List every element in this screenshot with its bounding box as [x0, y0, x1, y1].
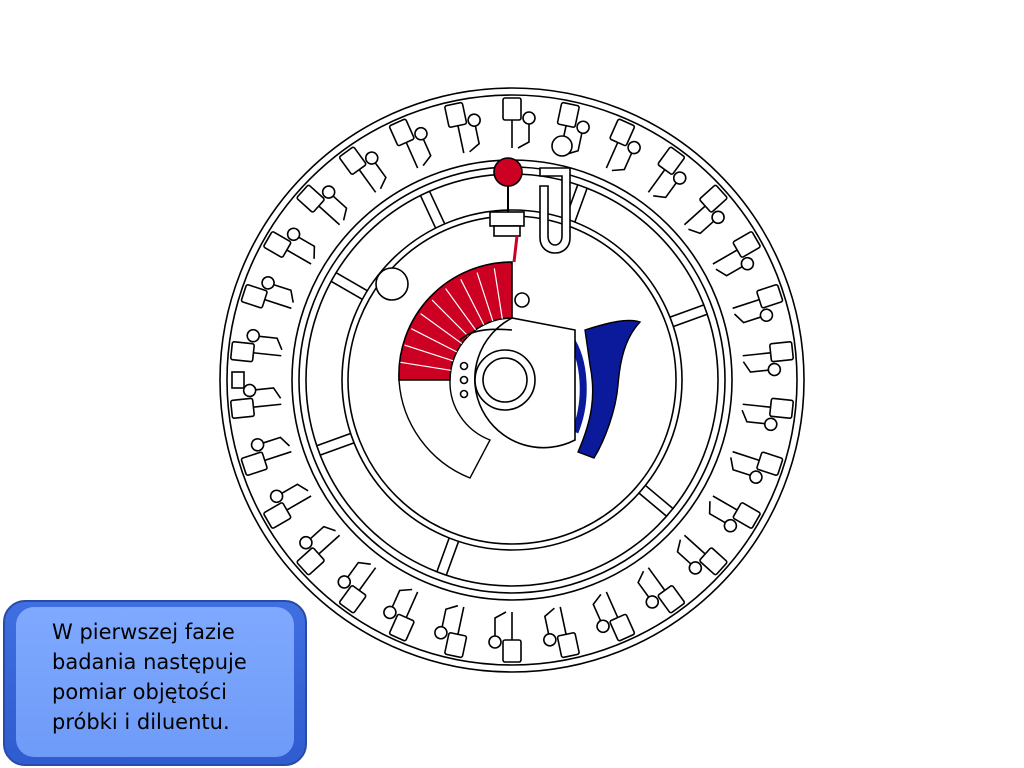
cuvette: [605, 118, 641, 172]
fan-divider: [411, 328, 458, 353]
diluent-metering-chamber: [577, 319, 642, 459]
cuvette-ring: [230, 97, 794, 663]
cuvette: [712, 231, 761, 277]
fan-divider: [404, 344, 454, 362]
cuvette: [647, 146, 687, 199]
cuvette: [230, 328, 283, 363]
cuvette: [240, 276, 294, 310]
channel-spoke: [638, 484, 674, 517]
diluent-inlet-channel: [539, 167, 571, 254]
cuvette: [263, 483, 312, 529]
cuvette: [732, 284, 784, 324]
cuvette: [488, 611, 522, 663]
channel-spoke: [330, 271, 368, 301]
channel-spokes: [316, 184, 708, 576]
info-callout-box: W pierwszej fazie badania następuje pomi…: [3, 600, 307, 766]
fan-divider: [476, 272, 494, 322]
cuvette: [683, 184, 728, 235]
cuvette: [742, 340, 794, 377]
channel-spoke: [316, 432, 355, 456]
cuvette: [592, 591, 636, 642]
mixing-chamber-lower: [398, 379, 491, 479]
cuvette: [543, 606, 580, 659]
fan-divider: [493, 268, 503, 319]
fan-divider: [445, 288, 477, 331]
channel-spoke: [436, 537, 460, 576]
cuvette: [730, 450, 784, 484]
cuvette: [502, 97, 536, 149]
central-hub: [459, 317, 576, 449]
cuvette: [230, 383, 282, 420]
cuvette: [637, 567, 686, 614]
cuvette: [296, 525, 341, 576]
channel-spoke: [669, 304, 708, 328]
fan-divider: [460, 279, 485, 326]
cuvette: [741, 397, 794, 432]
cuvette: [388, 118, 432, 169]
fan-divider: [431, 299, 469, 337]
cuvette: [338, 146, 387, 193]
cuvette: [444, 101, 481, 154]
fan-divider: [400, 361, 451, 371]
channel-spoke: [419, 190, 446, 229]
info-callout-panel: W pierwszej fazie badania następuje pomi…: [16, 607, 294, 757]
sample-inlet-port: [489, 157, 525, 263]
cuvette: [676, 534, 728, 576]
callout-text: W pierwszej fazie badania następuje pomi…: [52, 620, 247, 734]
rotor-outer-ring: [219, 87, 805, 673]
cuvette: [556, 101, 590, 156]
cuvette: [296, 184, 348, 226]
cuvette: [240, 436, 292, 476]
cuvette: [708, 495, 761, 533]
cuvette: [434, 604, 468, 659]
cuvette: [337, 561, 377, 614]
cuvette: [383, 588, 419, 642]
fan-divider: [420, 313, 463, 345]
cuvette: [263, 227, 316, 265]
